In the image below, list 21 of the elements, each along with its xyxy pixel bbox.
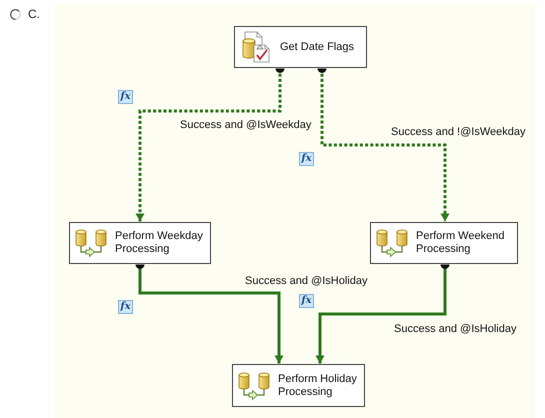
connector-arrow xyxy=(318,68,450,222)
connector-arrow xyxy=(136,264,284,364)
task-label: Perform Holiday Processing xyxy=(278,372,358,398)
connector-arrow xyxy=(316,264,450,364)
task-box xyxy=(69,222,211,264)
task-label: Perform Weekday Processing xyxy=(115,230,204,256)
edge-label: Success and @IsHoliday xyxy=(244,275,368,288)
task-box xyxy=(370,222,518,264)
option-letter: C. xyxy=(28,7,40,22)
edge-label: Success and !@IsWeekday xyxy=(390,126,526,139)
edge-label: Success and @IsHoliday xyxy=(393,323,518,336)
task-label: Perform Weekend Processing xyxy=(416,230,506,256)
task-label: Get Date Flags xyxy=(280,40,355,54)
expression-marker: fx xyxy=(299,294,314,308)
connector-arrow xyxy=(136,68,284,222)
expression-marker: fx xyxy=(118,90,133,104)
task-box xyxy=(232,364,365,407)
expression-marker: fx xyxy=(118,300,133,314)
expression-marker: fx xyxy=(299,152,314,166)
task-box xyxy=(234,26,367,68)
edge-label: Success and @IsWeekday xyxy=(179,119,312,132)
